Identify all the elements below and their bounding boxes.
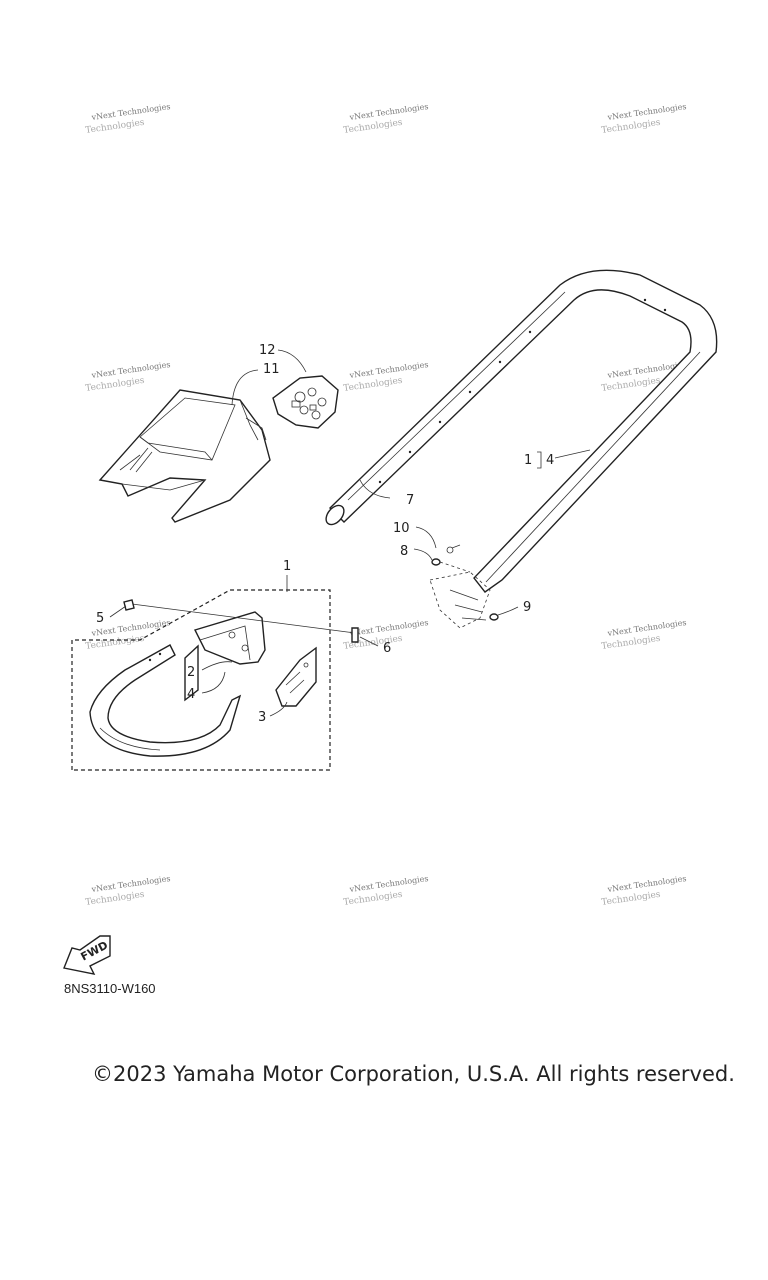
- rail-part: [325, 269, 718, 593]
- callout-10: 10: [393, 521, 410, 536]
- bracket-part: [184, 611, 266, 702]
- leader-lines: [109, 349, 591, 717]
- bolt-and-washer: [123, 599, 359, 643]
- rail-holes: [378, 298, 667, 484]
- diagram-code: 8NS3110-W160: [64, 981, 156, 996]
- callout-12: 12: [259, 343, 276, 358]
- rail-mount-hardware: [429, 544, 499, 629]
- callout-2: 2: [187, 665, 195, 680]
- plate-part: [275, 646, 317, 707]
- callout-4-side: 4: [546, 453, 554, 468]
- callout-9: 9: [523, 600, 531, 615]
- storage-tray-part: [98, 389, 271, 523]
- callout-11: 11: [263, 362, 280, 377]
- callout-8: 8: [400, 544, 408, 559]
- copyright-text: ©2023 Yamaha Motor Corporation, U.S.A. A…: [92, 1062, 735, 1086]
- callout-numbers: 12 11 7 10 8 9 1 4 1 5 6 2 4 3: [96, 343, 554, 725]
- callout-5: 5: [96, 611, 104, 626]
- callout-3: 3: [258, 710, 266, 725]
- fwd-arrow-icon: FWD: [63, 935, 111, 975]
- callout-6: 6: [383, 641, 391, 656]
- bumper-guard-part: [89, 644, 242, 757]
- callout-7: 7: [406, 493, 414, 508]
- kit-boundary: [71, 589, 331, 771]
- callout-1-side: 1: [524, 453, 532, 468]
- callout-1-top: 1: [283, 559, 291, 574]
- callout-4: 4: [187, 687, 195, 702]
- fastener-kit-part: [272, 375, 339, 429]
